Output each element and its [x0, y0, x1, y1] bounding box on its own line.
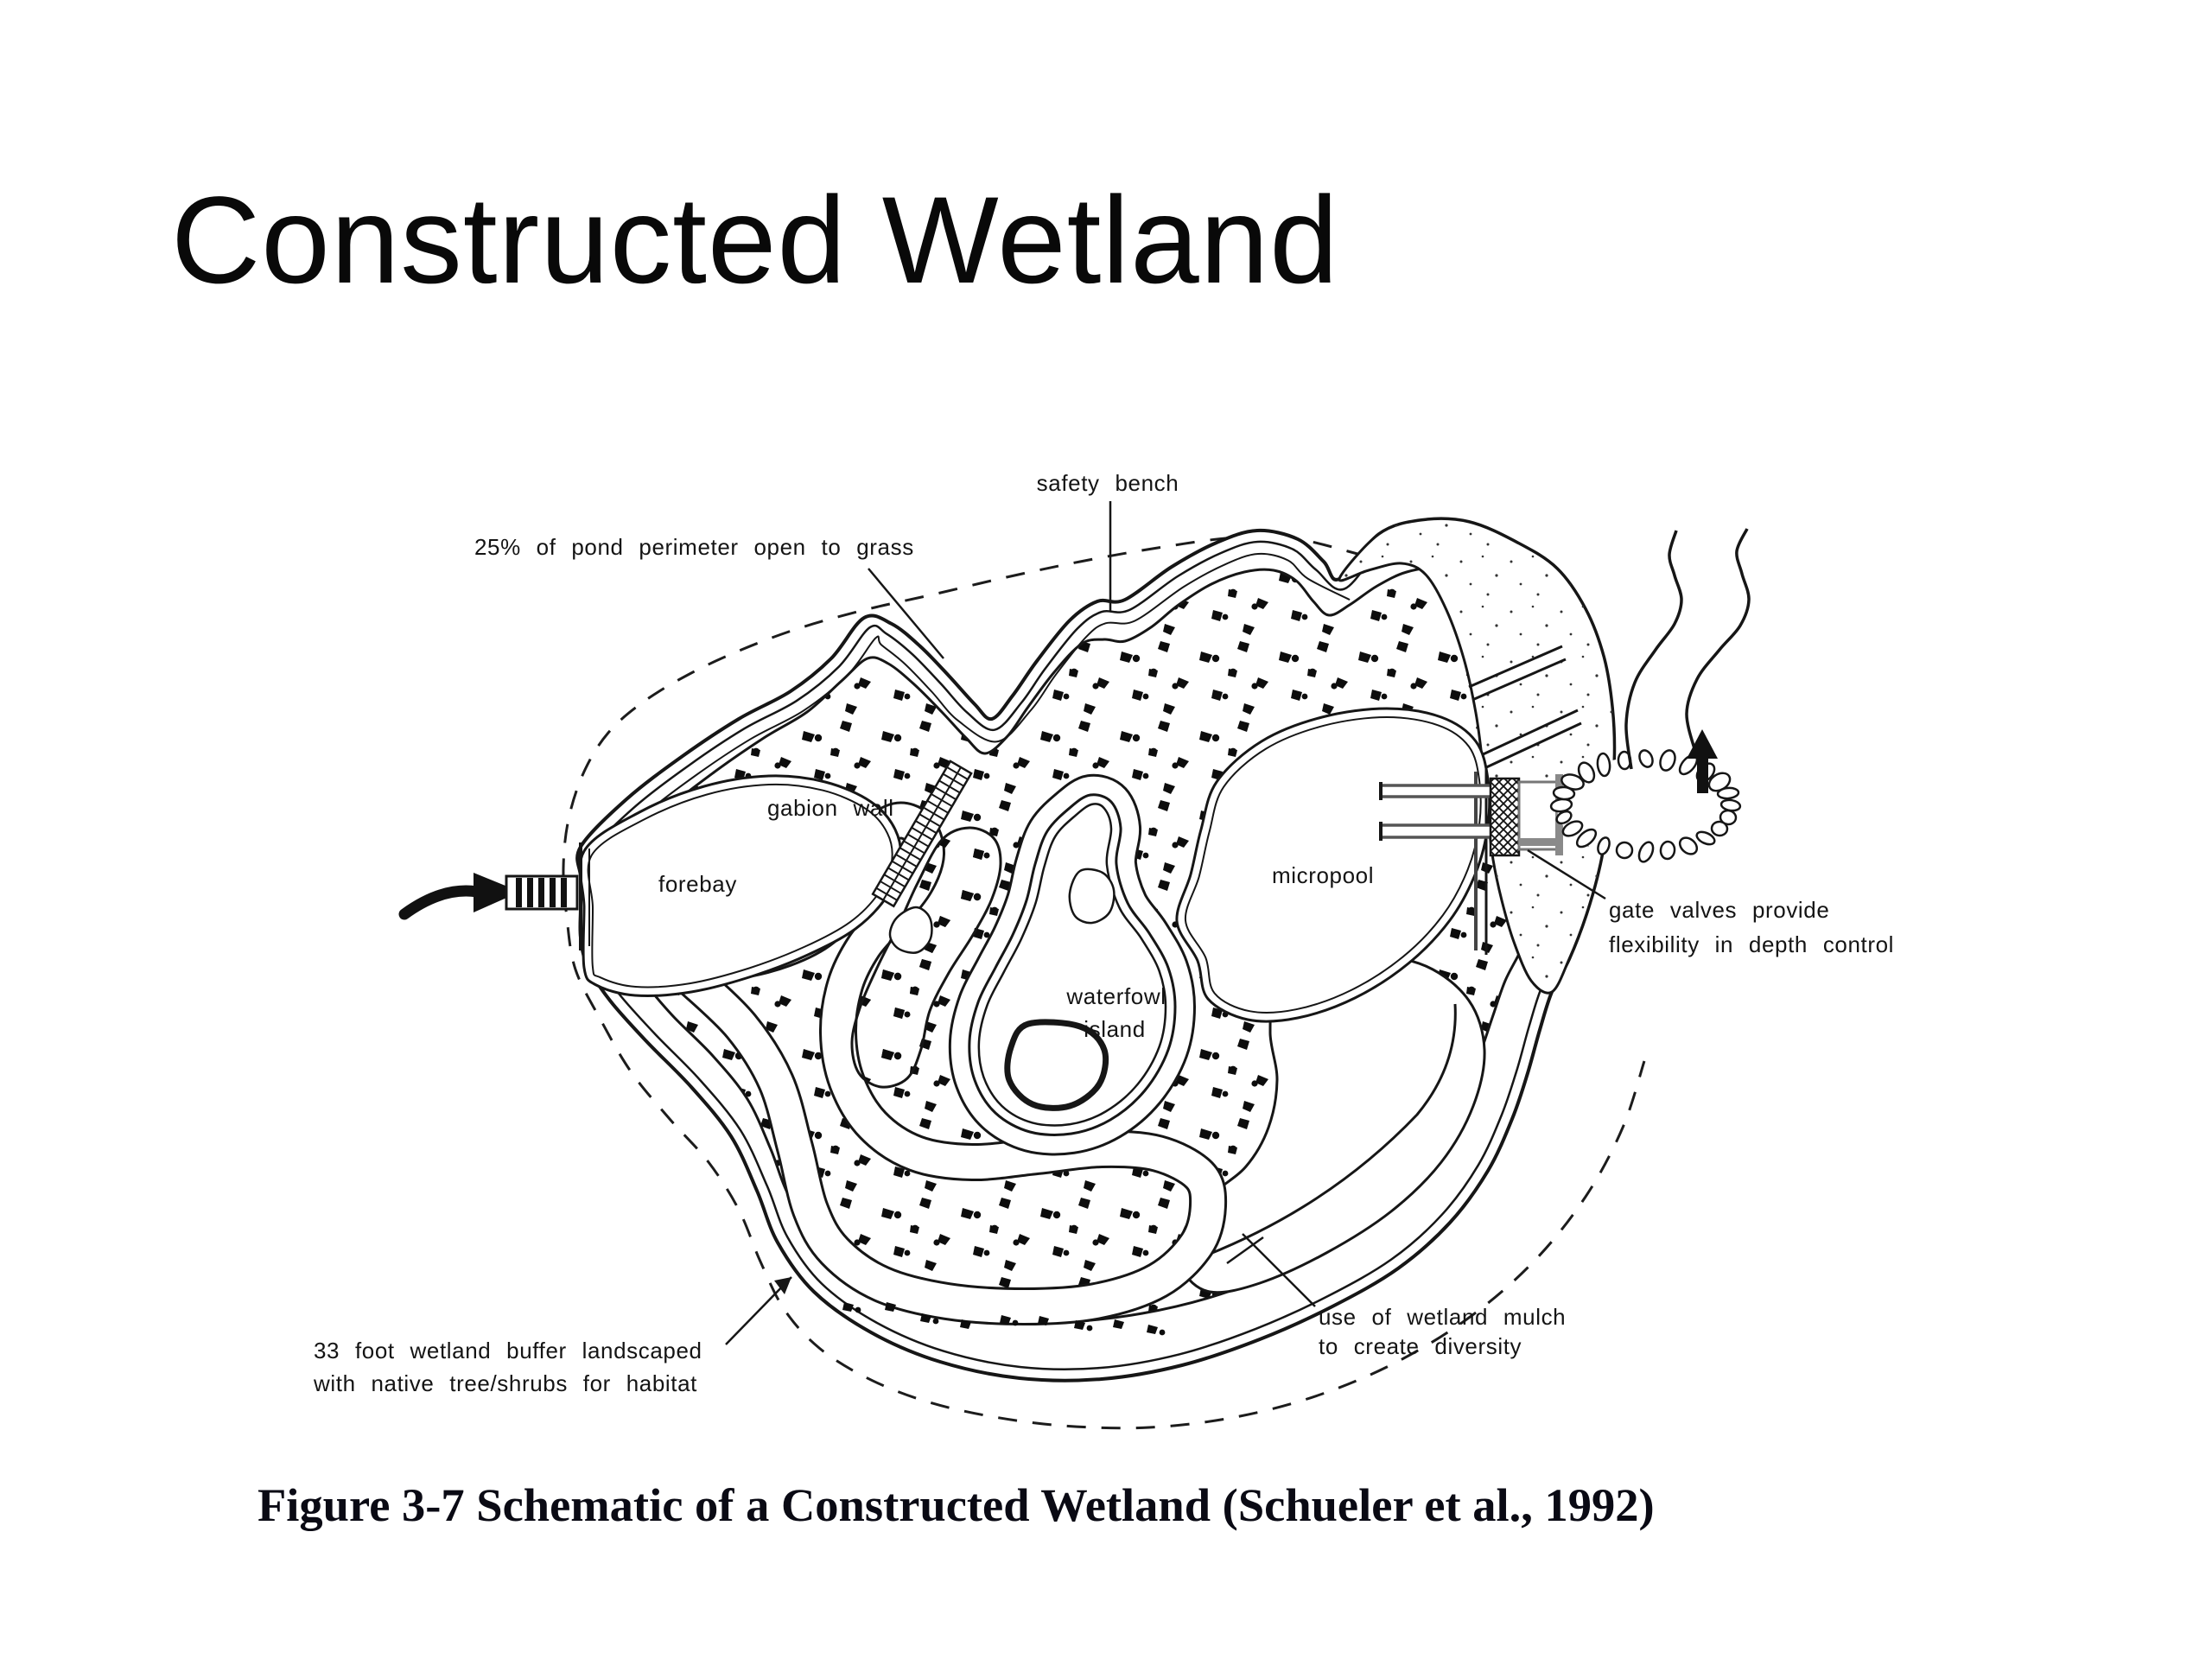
svg-text:safety bench: safety bench: [1037, 470, 1179, 496]
svg-text:gate valves provide: gate valves provide: [1609, 897, 1829, 923]
svg-text:micropool: micropool: [1272, 862, 1374, 888]
svg-text:with native tree/shrubs for ha: with native tree/shrubs for habitat: [313, 1370, 697, 1396]
svg-text:forebay: forebay: [658, 871, 737, 897]
svg-text:gabion wall: gabion wall: [767, 795, 894, 821]
svg-text:use of wetland mulch: use of wetland mulch: [1319, 1304, 1566, 1330]
svg-text:to create diversity: to create diversity: [1319, 1333, 1522, 1359]
svg-text:waterfowl: waterfowl: [1065, 983, 1166, 1009]
svg-text:flexibility in depth control: flexibility in depth control: [1609, 931, 1894, 957]
svg-text:island: island: [1084, 1016, 1146, 1042]
svg-text:33 foot wetland buffer landsca: 33 foot wetland buffer landscaped: [314, 1338, 702, 1363]
svg-text:25% of pond perimeter open to: 25% of pond perimeter open to grass: [474, 534, 914, 560]
